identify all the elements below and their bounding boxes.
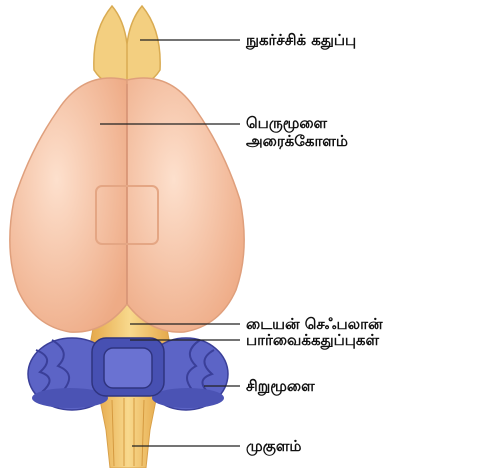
label-optic-lobes: பார்வைக்கதுப்புகள் xyxy=(246,331,379,349)
label-medulla: முகுளம் xyxy=(246,437,302,455)
cerebral-hemispheres xyxy=(10,78,244,332)
label-cerebellum: சிறுமூளை xyxy=(246,377,315,395)
label-olfactory-bulb: நுகர்ச்சிக் கதுப்பு xyxy=(246,31,356,49)
olfactory-bulbs xyxy=(94,6,160,90)
label-cerebral-hemisphere: பெருமூளை அரைக்கோளம் xyxy=(246,114,348,150)
